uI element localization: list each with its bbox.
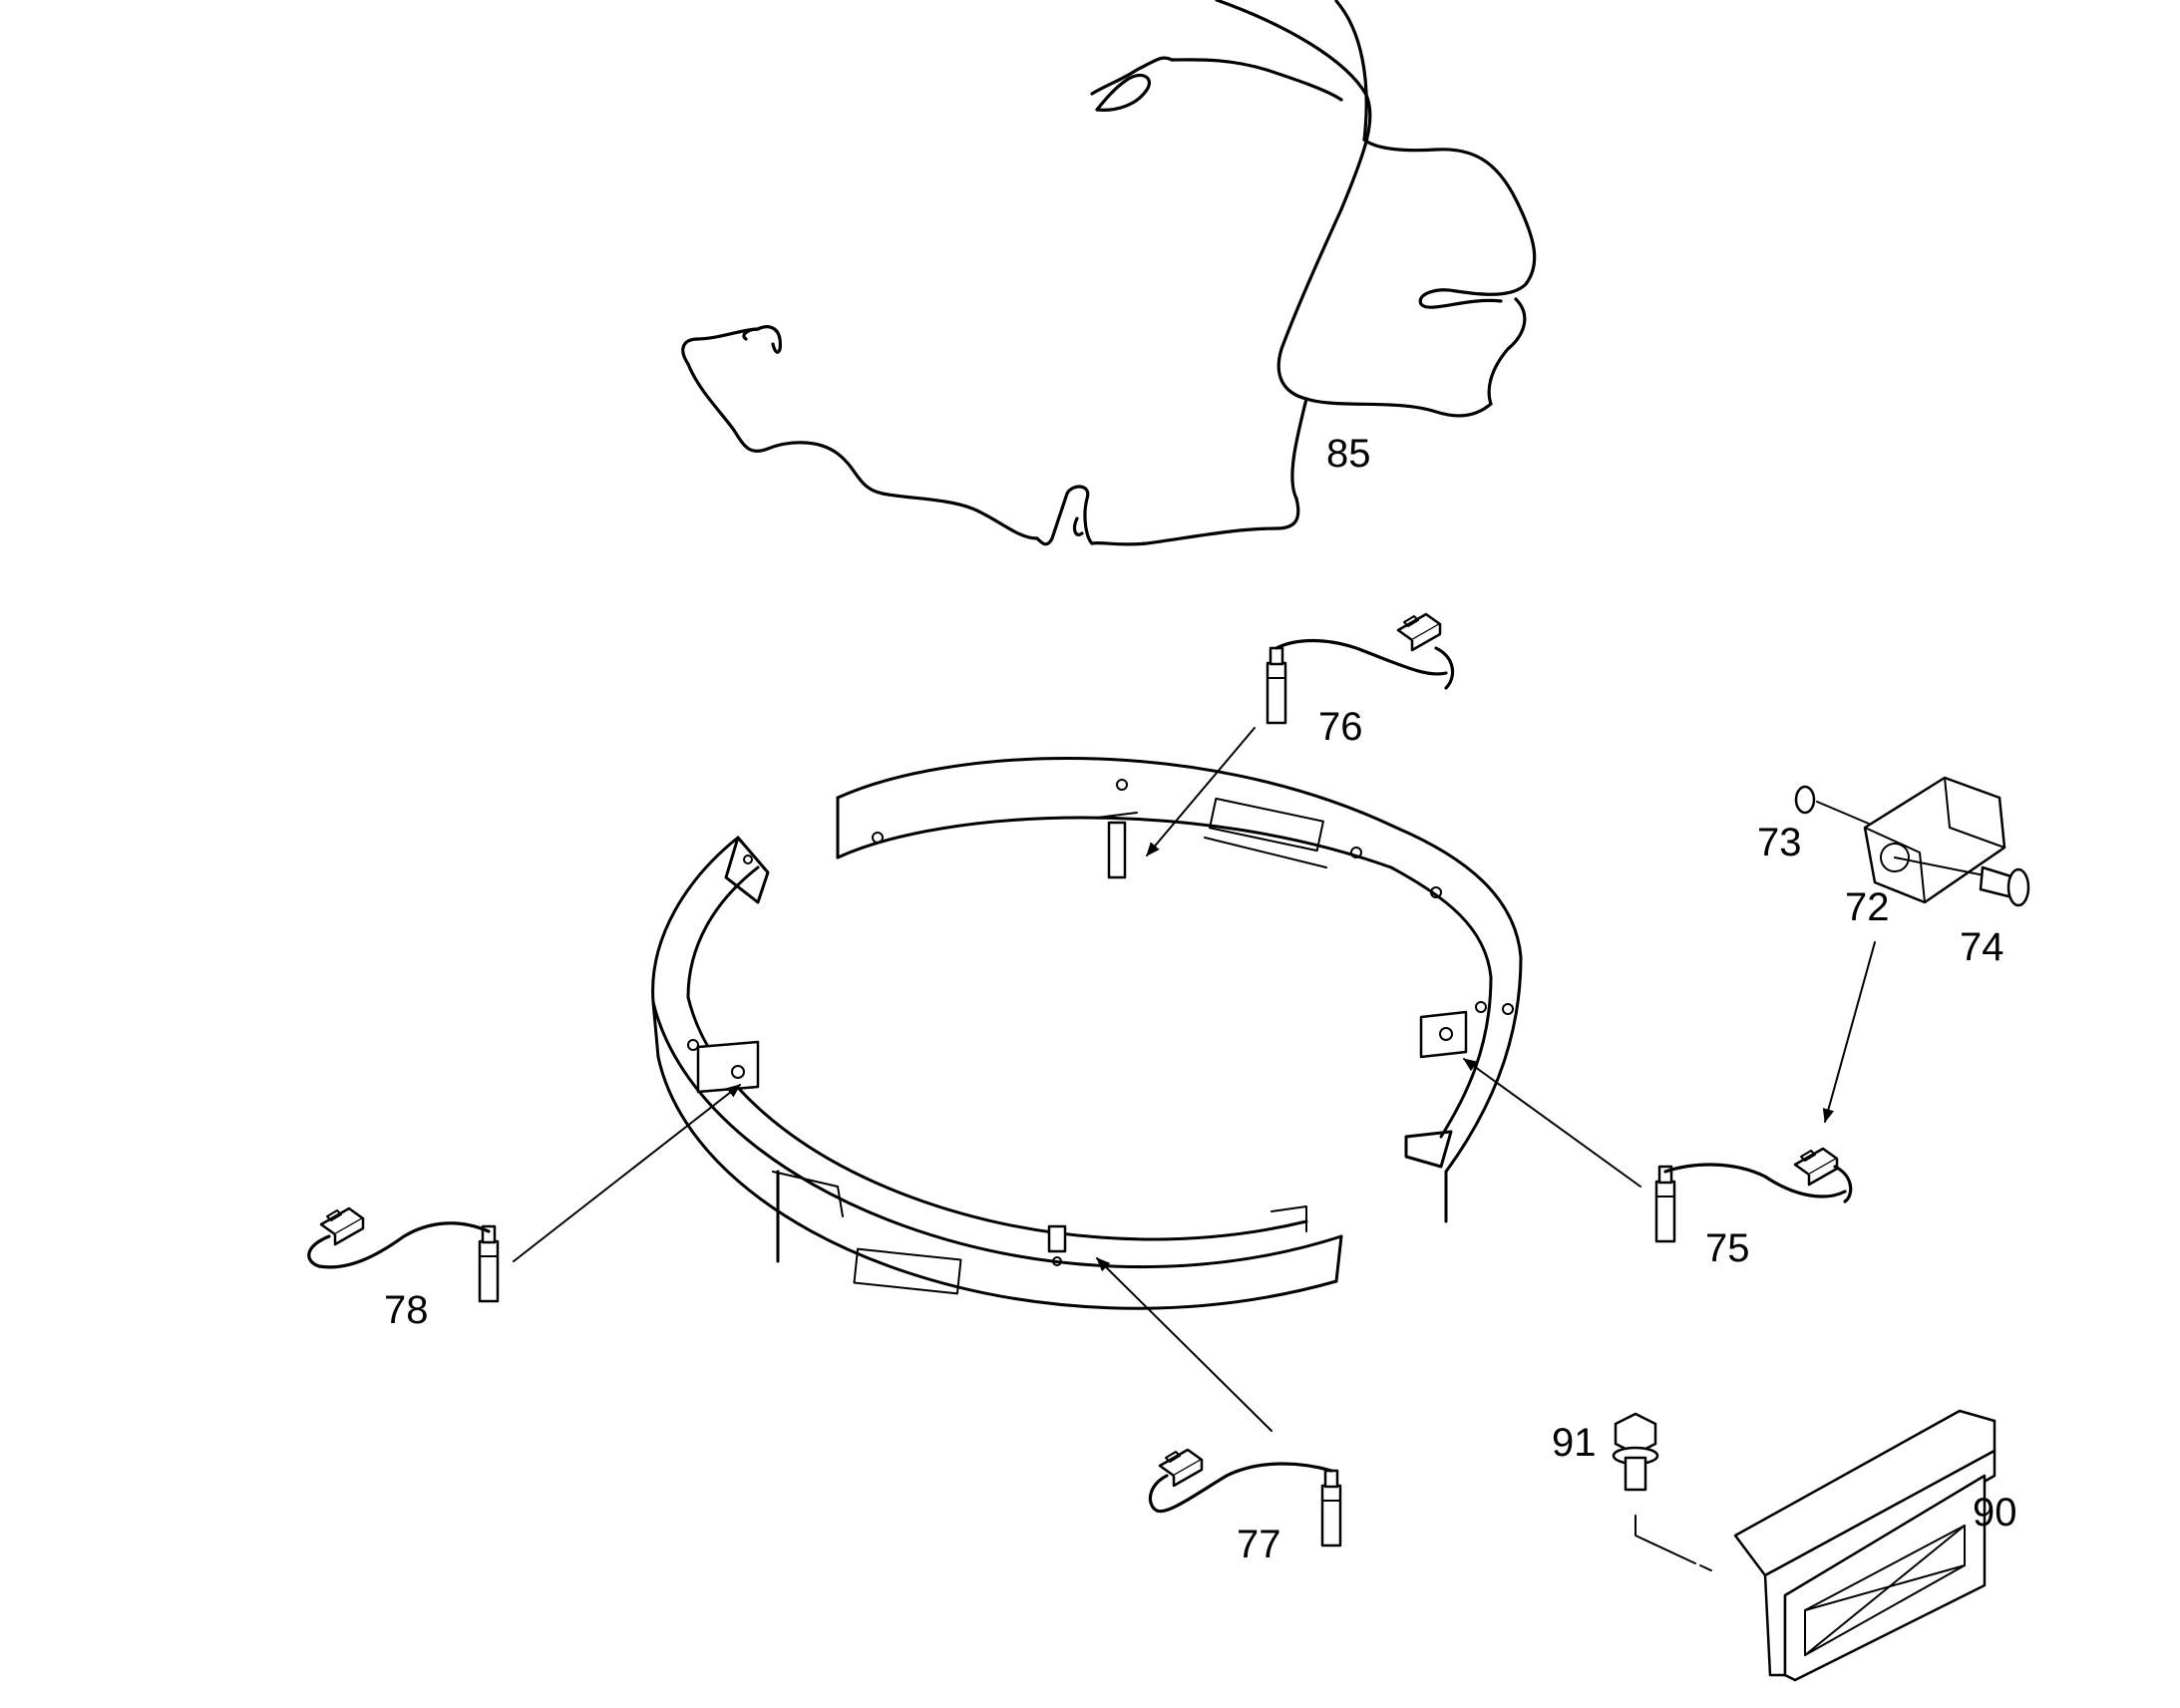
callout-75: 75: [1705, 1226, 1750, 1270]
wiring-harness-85: [681, 0, 1537, 546]
clip-assembly-72-73-74: [1794, 776, 2030, 1124]
callout-72: 72: [1845, 885, 1890, 929]
callout-74: 74: [1960, 925, 2004, 969]
callout-73: 73: [1757, 821, 1802, 864]
sensor-ring-frame: [651, 756, 1523, 1310]
bolt-91: [1612, 1412, 1716, 1573]
probe-76: [1146, 612, 1455, 856]
probe-75: [1463, 1058, 1853, 1243]
callout-90: 90: [1973, 1491, 2017, 1535]
callout-85: 85: [1326, 432, 1371, 476]
callout-76: 76: [1318, 705, 1363, 749]
callout-91: 91: [1552, 1421, 1597, 1465]
probe-78: [307, 1084, 741, 1303]
callout-77: 77: [1237, 1523, 1281, 1566]
mounting-bracket-90: [1733, 1409, 1997, 1682]
probe-77: [1096, 1257, 1342, 1547]
callout-78: 78: [384, 1288, 429, 1332]
